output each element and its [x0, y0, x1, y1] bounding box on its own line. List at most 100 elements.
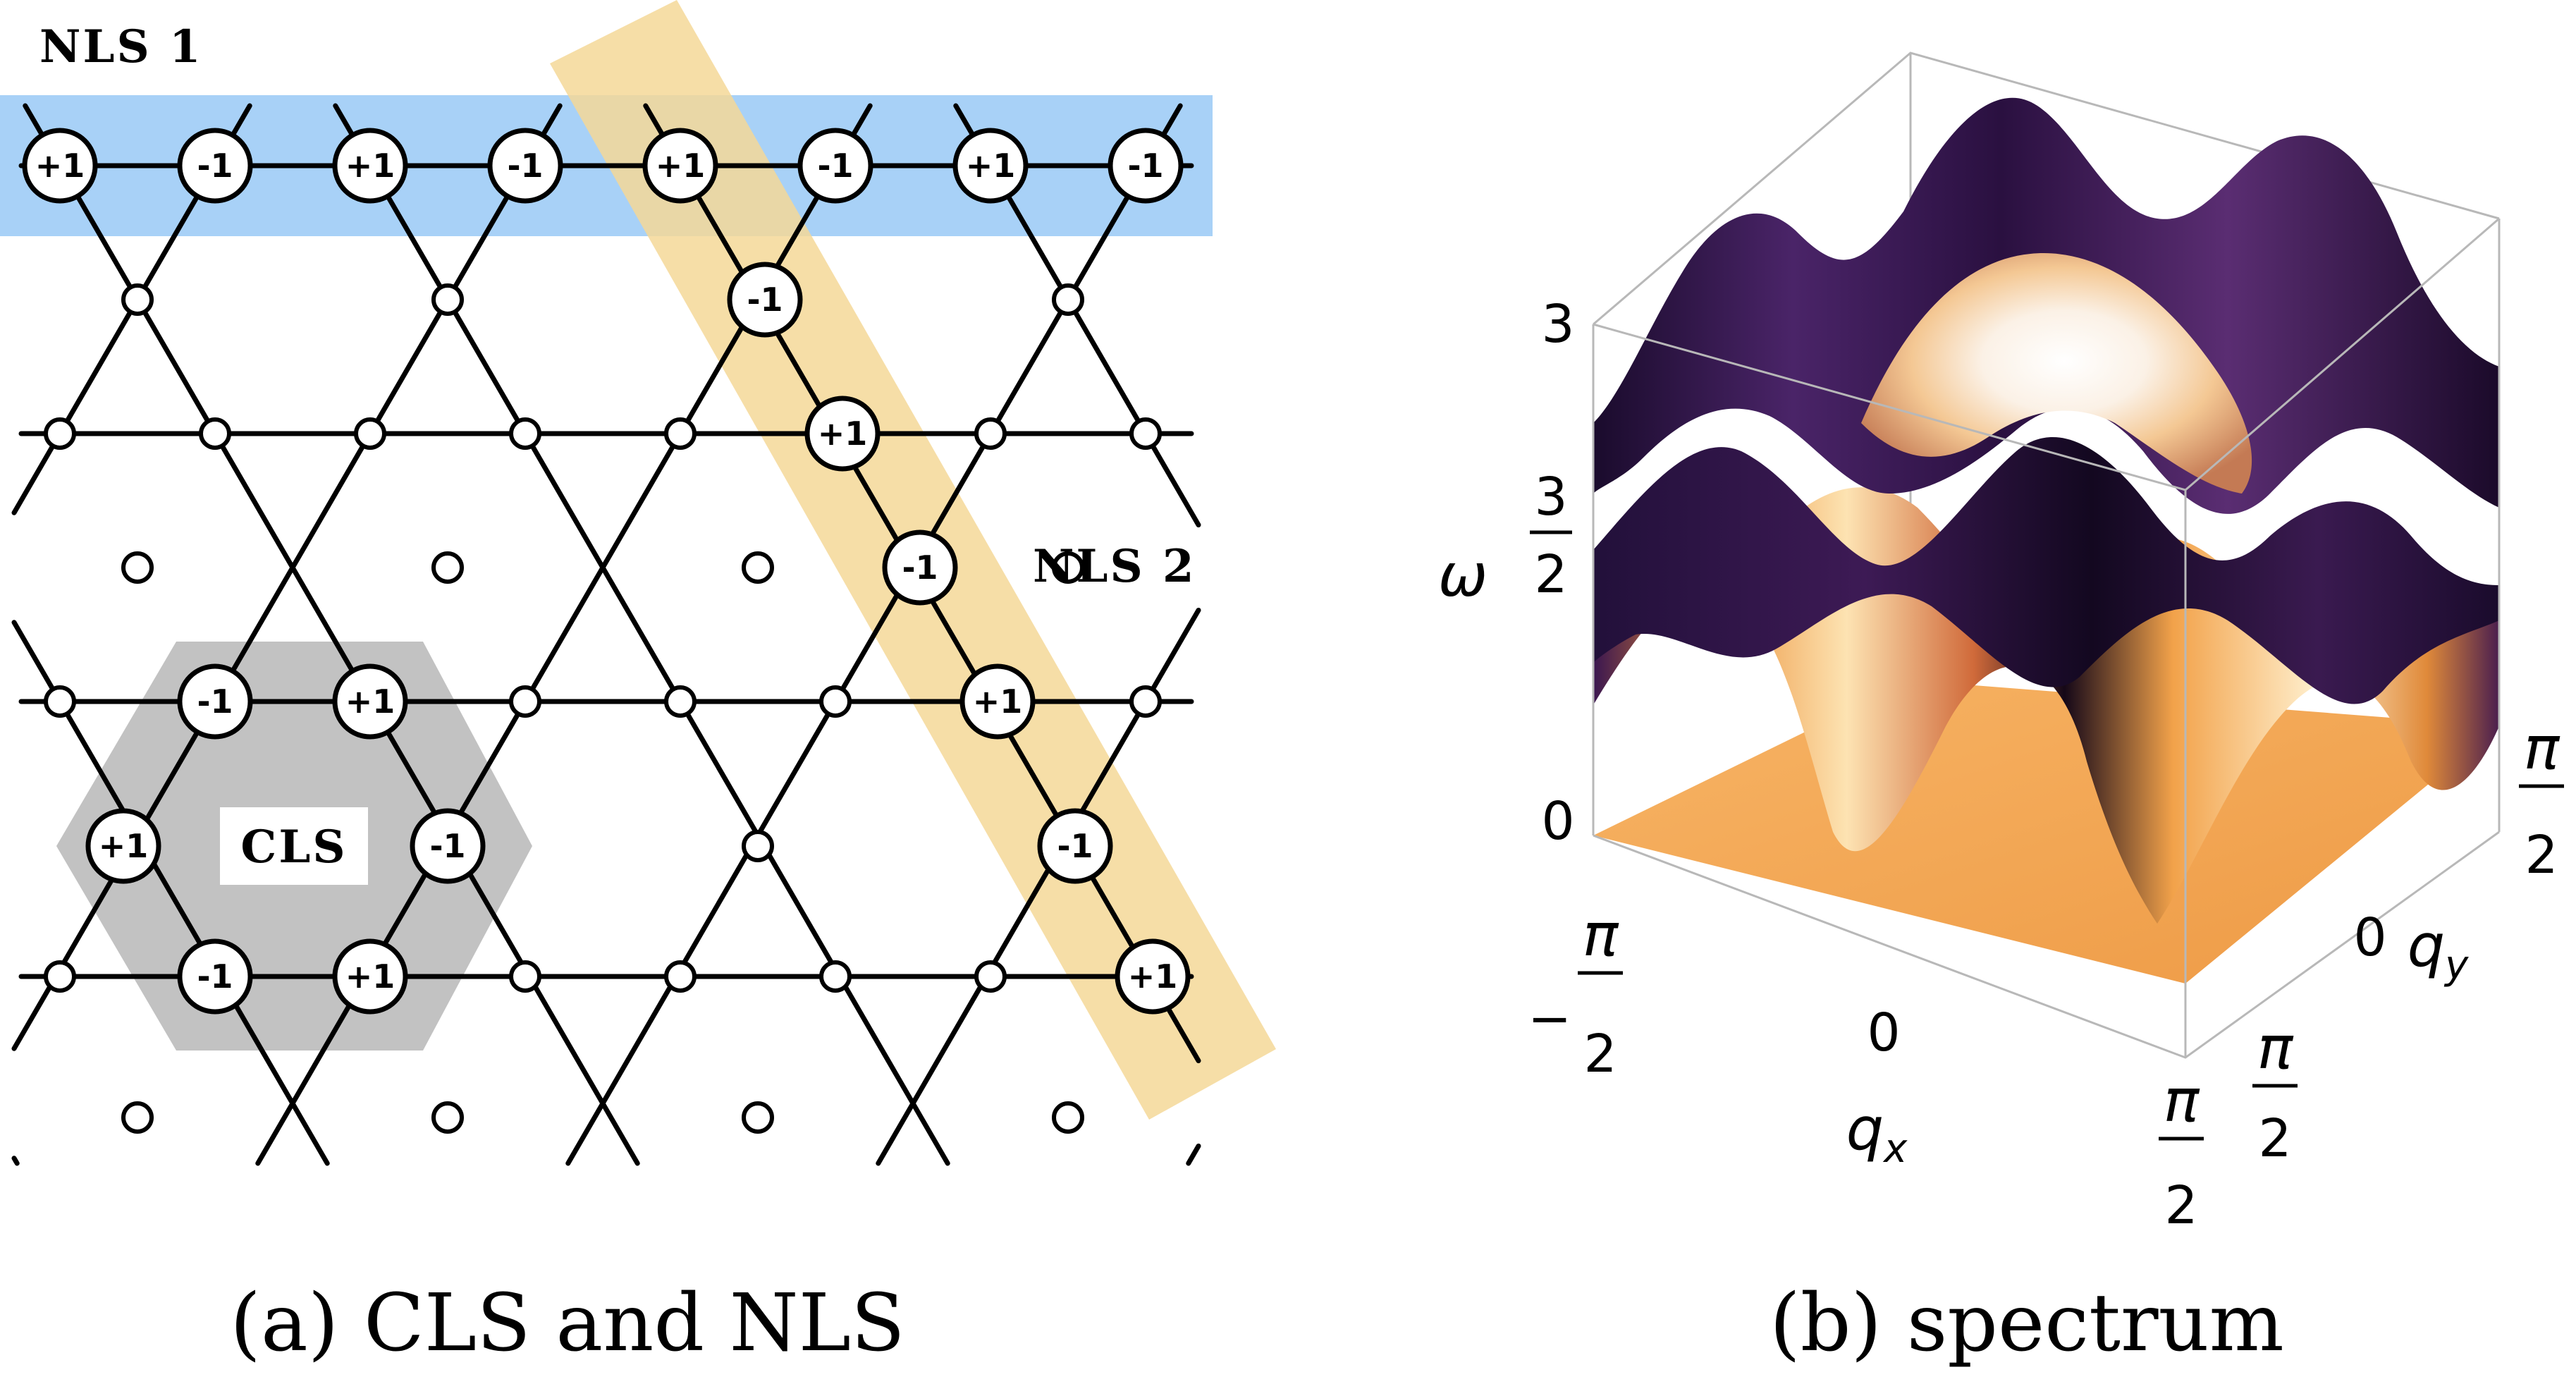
- plot-box-front: [1592, 217, 2501, 1059]
- qx-tick-pos-den: 2: [2164, 1175, 2197, 1236]
- svg-text:-1: -1: [1057, 827, 1093, 865]
- amplitude-tag: +1: [332, 128, 408, 204]
- cls-label: CLS: [240, 821, 347, 874]
- amplitude-tag: +1: [85, 808, 161, 884]
- amplitude-tag: -1: [487, 128, 563, 204]
- qx-tick-neg-den: 2: [1583, 1024, 1617, 1084]
- qy-label: qy: [2408, 911, 2469, 988]
- amplitude-tags: +1 -1 +1 -1 +1 -1 +1 -1 -1 +1 -1 +1 -1 +1 -1 +1 -1 +1 -1 +1: [22, 128, 1191, 1015]
- nls2-label: NLS 2: [1033, 540, 1196, 593]
- lattice-site: [742, 830, 774, 862]
- panel-b: 3 3 2 ω 0 − π 2 0 qx π 2 π 2 0 qy π: [1438, 51, 2564, 1369]
- lattice-site: [509, 960, 541, 993]
- amplitude-tag: +1: [332, 938, 408, 1015]
- lattice-site: [742, 551, 774, 584]
- qx-tick-pos-num: π: [2164, 1066, 2200, 1135]
- lattice-site: [509, 685, 541, 718]
- svg-text:+1: +1: [656, 147, 706, 185]
- amplitude-tag: +1: [952, 128, 1029, 204]
- svg-text:+1: +1: [966, 147, 1016, 185]
- lattice-site: [664, 685, 697, 718]
- lattice-site: [431, 551, 464, 584]
- lattice-site: [121, 551, 154, 584]
- lattice-site: [742, 1101, 774, 1134]
- svg-text:+1: +1: [345, 682, 395, 721]
- amplitude-tag: -1: [177, 128, 253, 204]
- lattice-site: [819, 960, 852, 993]
- svg-text:-1: -1: [817, 147, 853, 185]
- amplitude-tag: -1: [882, 529, 958, 606]
- svg-text:+1: +1: [345, 957, 395, 996]
- amplitude-tag: -1: [727, 262, 803, 338]
- panel-a: +1-1+1-1+1-1+1-1-1+1-1+1-1+1-1+1-1+1-1+1…: [0, 0, 1276, 1369]
- svg-text:-1: -1: [747, 281, 783, 319]
- svg-text:+1: +1: [1128, 957, 1178, 996]
- lattice-site: [1052, 283, 1084, 316]
- lattice-site: [1052, 551, 1084, 584]
- omega-tick-3half-den: 2: [1534, 544, 1567, 605]
- nls1-label: NLS 1: [39, 20, 203, 73]
- amplitude-tag: -1: [410, 808, 486, 884]
- qx-axis: − π 2 0 qx π 2: [1528, 900, 2204, 1236]
- amplitude-tag: +1: [1115, 938, 1191, 1015]
- lattice-site: [199, 417, 231, 450]
- lattice-bond: [1186, 1143, 1201, 1166]
- amplitude-tag: +1: [642, 128, 718, 204]
- svg-text:+1: +1: [973, 682, 1023, 721]
- lattice-site: [1052, 1101, 1084, 1134]
- amplitude-tag: -1: [1108, 128, 1184, 204]
- svg-text:+1: +1: [35, 147, 85, 185]
- qx-tick-neg-num: π: [1583, 900, 1619, 969]
- lattice-site: [819, 685, 852, 718]
- qx-tick-neg-sign: −: [1528, 988, 1571, 1049]
- lattice-site: [44, 417, 76, 450]
- omega-label: ω: [1438, 541, 1488, 610]
- lattice-site: [431, 283, 464, 316]
- qy-tick-low-num: π: [2257, 1013, 2294, 1082]
- qy-tick-high-den: 2: [2525, 825, 2558, 886]
- lattice-site: [664, 417, 697, 450]
- lattice-bond: [11, 1156, 20, 1166]
- svg-text:-1: -1: [1127, 147, 1163, 185]
- amplitude-tag: +1: [804, 396, 881, 472]
- qy-tick-high-num: π: [2524, 714, 2560, 783]
- cls-label-box: [220, 807, 368, 885]
- upper-band-dome: [1861, 253, 2252, 494]
- amplitude-tag: -1: [797, 128, 873, 204]
- svg-text:-1: -1: [197, 682, 233, 721]
- qy-tick-0: 0: [2353, 907, 2386, 968]
- lattice-site: [44, 960, 76, 993]
- qy-axis: π 2 0 qy π 2: [2252, 714, 2564, 1169]
- svg-text:-1: -1: [197, 147, 233, 185]
- lattice-site: [509, 417, 541, 450]
- svg-text:+1: +1: [345, 147, 395, 185]
- svg-text:+1: +1: [99, 827, 149, 865]
- omega-tick-3half-num: 3: [1534, 467, 1567, 527]
- caption-b: (b) spectrum: [1770, 1278, 2284, 1369]
- amplitude-tag: +1: [959, 663, 1036, 740]
- svg-text:-1: -1: [507, 147, 543, 185]
- omega-tick-0: 0: [1541, 791, 1574, 852]
- lattice-site: [121, 1101, 154, 1134]
- lattice-site: [354, 417, 386, 450]
- amplitude-tag: -1: [1037, 808, 1113, 884]
- lattice-site: [974, 417, 1007, 450]
- svg-text:-1: -1: [197, 957, 233, 996]
- amplitude-tag: -1: [177, 663, 253, 740]
- lattice-site: [44, 685, 76, 718]
- lattice-site: [431, 1101, 464, 1134]
- svg-text:+1: +1: [818, 415, 868, 453]
- amplitude-tag: +1: [332, 663, 408, 740]
- qy-tick-low-den: 2: [2258, 1108, 2291, 1169]
- lattice-site: [121, 283, 154, 316]
- lattice-site: [1129, 417, 1162, 450]
- qx-tick-0: 0: [1867, 1003, 1900, 1063]
- lattice-site: [664, 960, 697, 993]
- amplitude-tag: -1: [177, 938, 253, 1015]
- middle-band-surface: [1593, 436, 2499, 704]
- omega-axis: 3 3 2 ω 0: [1438, 294, 1575, 852]
- omega-tick-3: 3: [1541, 294, 1574, 355]
- lattice-bond: [11, 103, 563, 1051]
